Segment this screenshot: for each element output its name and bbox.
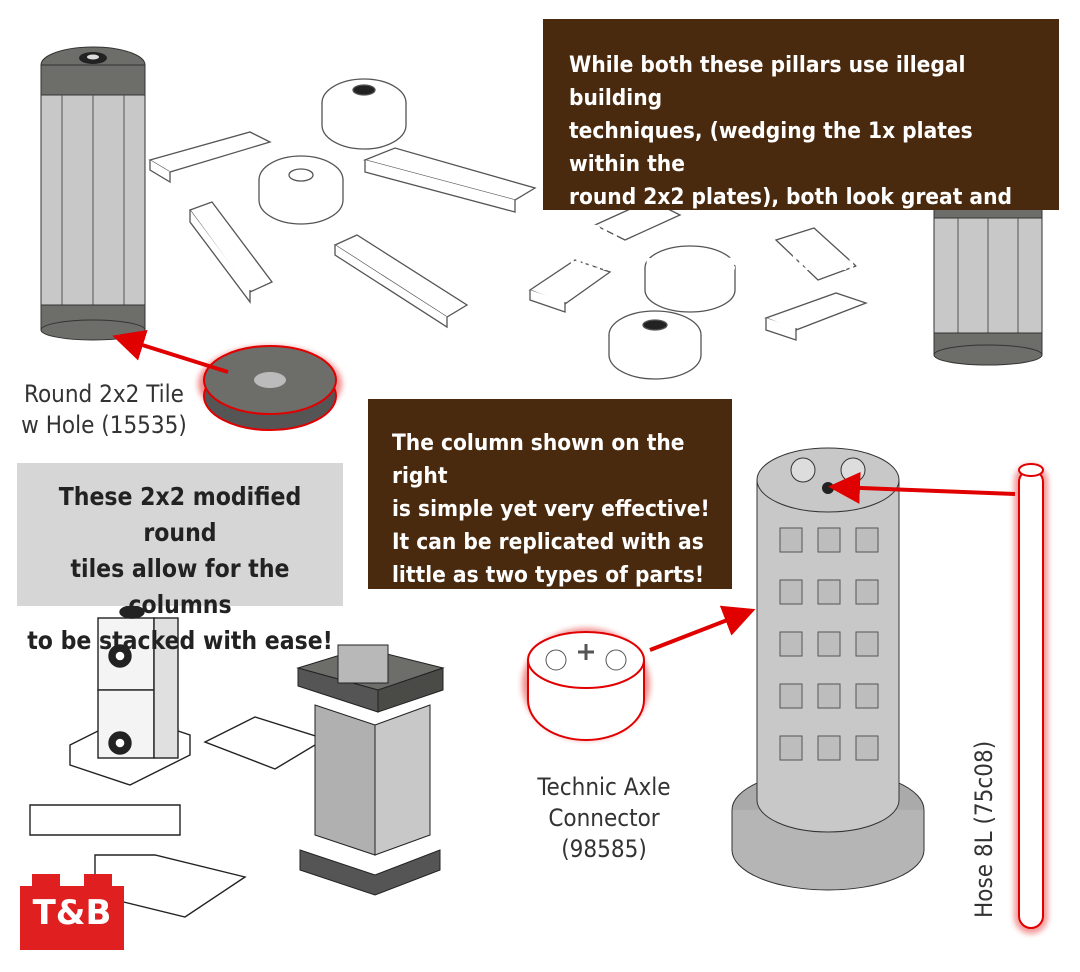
note-column-simple: The column shown on the right is simple … xyxy=(368,399,732,589)
round-tile-label: Round 2x2 Tile w Hole (15535) xyxy=(19,379,189,441)
label-line: w Hole (15535) xyxy=(21,411,187,439)
stacked-modified-bricks xyxy=(29,605,327,918)
note-line: These 2x2 modified round xyxy=(58,482,302,547)
tb-logo xyxy=(20,874,124,950)
label-line: Connector xyxy=(548,804,660,832)
note-line: The column shown on the right xyxy=(392,430,685,489)
note-line: It can be replicated with as xyxy=(392,529,704,555)
label-line: Round 2x2 Tile xyxy=(24,380,184,408)
logo-text: T&B xyxy=(32,893,112,933)
note-line: little as two types of parts! xyxy=(392,562,705,588)
arrow-to-column xyxy=(649,605,756,652)
round-tile-part xyxy=(198,345,342,431)
technic-connector-label: Technic Axle Connector (98585) xyxy=(516,772,692,865)
note-line: well for smaller scale builds. xyxy=(569,250,896,276)
hose-part xyxy=(1014,463,1048,934)
note-line: to be stacked with ease! xyxy=(27,626,333,655)
hose-label: Hose 8L (75c08) xyxy=(970,741,998,918)
arrow-hose-to-column xyxy=(828,471,1016,504)
left-pillar xyxy=(40,46,146,341)
label-line: (98585) xyxy=(561,835,647,863)
square-column xyxy=(296,644,445,896)
note-line: is simple yet very effective! xyxy=(392,496,710,522)
label-line: Technic Axle xyxy=(537,773,671,801)
note-stacking: These 2x2 modified round tiles allow for… xyxy=(17,463,343,655)
arrow-to-pillar xyxy=(112,329,229,374)
note-illegal-techniques: While both these pillars use illegal bui… xyxy=(543,19,1059,276)
note-line: While both these pillars use illegal bui… xyxy=(569,52,966,111)
note-line: techniques, (wedging the 1x plates withi… xyxy=(569,118,973,177)
right-small-pillar xyxy=(933,169,1043,366)
technic-column xyxy=(731,447,925,891)
note-line: round 2x2 plates), both look great and w… xyxy=(569,184,1012,243)
technic-connector-part xyxy=(522,628,650,741)
note-line: tiles allow for the columns xyxy=(70,554,290,619)
exploded-parts-top xyxy=(148,78,868,380)
